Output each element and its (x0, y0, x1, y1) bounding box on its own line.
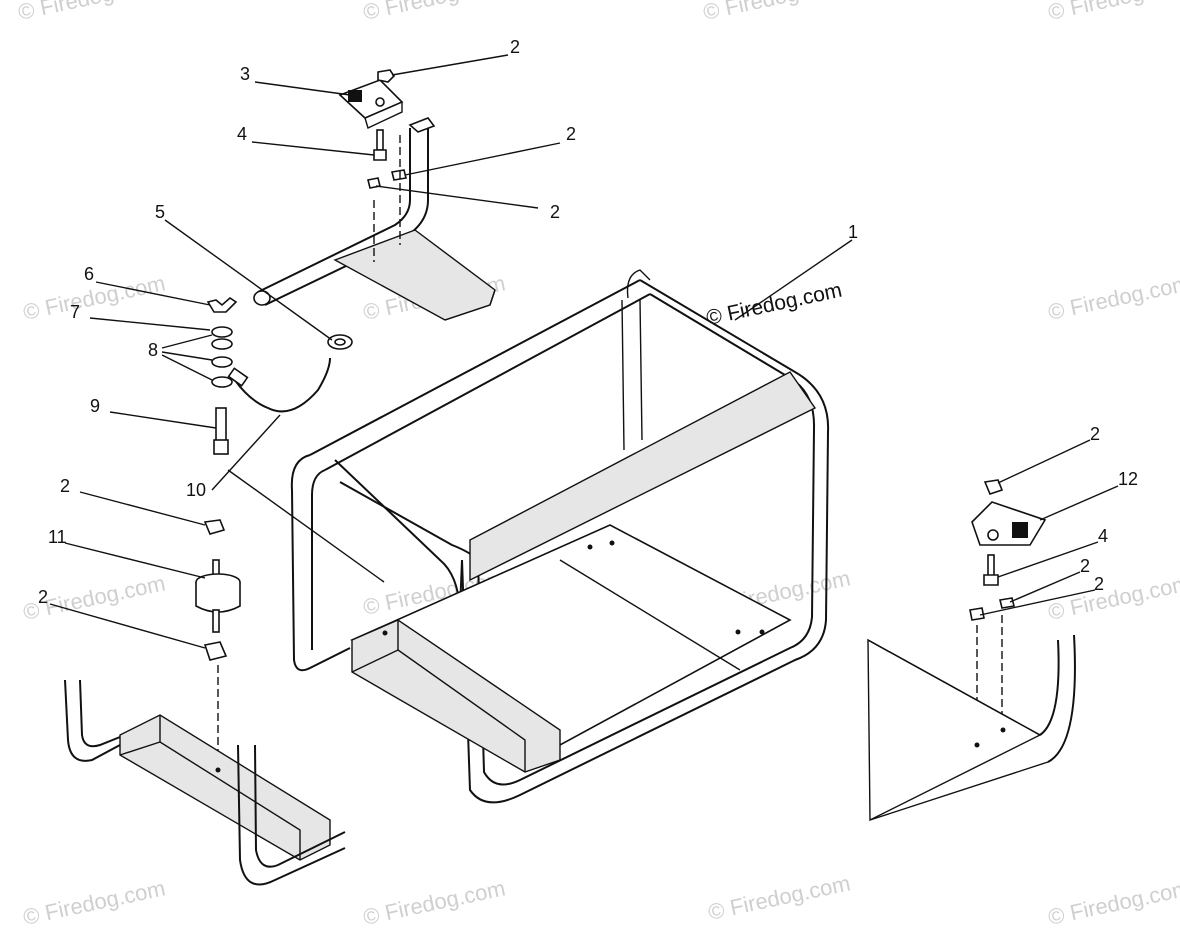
callout-5: 5 (155, 202, 165, 222)
callout-7: 7 (70, 302, 80, 322)
callout-8: 8 (148, 340, 158, 360)
callout-10: 10 (186, 480, 206, 500)
callout-labels: 1 2 2 2 3 4 5 6 7 8 9 10 2 11 2 2 12 4 2… (38, 37, 1138, 607)
leader-lines (49, 54, 1119, 649)
watermark-text: © Firedog.com (701, 0, 848, 25)
callout-4: 4 (237, 124, 247, 144)
callout-1: 1 (848, 222, 858, 242)
watermark-text: © Firedog.com (1046, 0, 1180, 25)
callout-2: 2 (510, 37, 520, 57)
watermark-text: © Firedog.com (706, 870, 853, 925)
watermark-text: © Firedog.com (361, 0, 508, 25)
callout-2: 2 (1080, 556, 1090, 576)
callout-6: 6 (84, 264, 94, 284)
watermark-text-main: © Firedog.com (704, 279, 844, 330)
vibration-mount-assembly (195, 519, 241, 770)
watermark-text: © Firedog.com (21, 270, 168, 325)
main-frame (290, 269, 830, 804)
callout-9: 9 (90, 396, 100, 416)
callout-11: 11 (48, 527, 67, 547)
callout-2: 2 (1094, 574, 1104, 594)
callout-4: 4 (1098, 526, 1108, 546)
callout-2: 2 (566, 124, 576, 144)
right-foot-section (867, 479, 1076, 822)
callout-2: 2 (550, 202, 560, 222)
watermark-text: © Firedog.com (1046, 270, 1180, 325)
callout-3: 3 (240, 64, 250, 84)
callout-2: 2 (1090, 424, 1100, 444)
ground-cable-assembly (206, 296, 353, 455)
watermark-text: © Firedog.com (1046, 875, 1180, 930)
callout-2: 2 (38, 587, 48, 607)
watermark-text: © Firedog.com (21, 875, 168, 930)
callout-12: 12 (1118, 469, 1138, 489)
left-foot-section (64, 679, 346, 886)
watermark-text: © Firedog.com (361, 875, 508, 930)
callout-2: 2 (60, 476, 70, 496)
top-handle-assembly (253, 69, 496, 321)
watermark-text: © Firedog.com (16, 0, 163, 25)
